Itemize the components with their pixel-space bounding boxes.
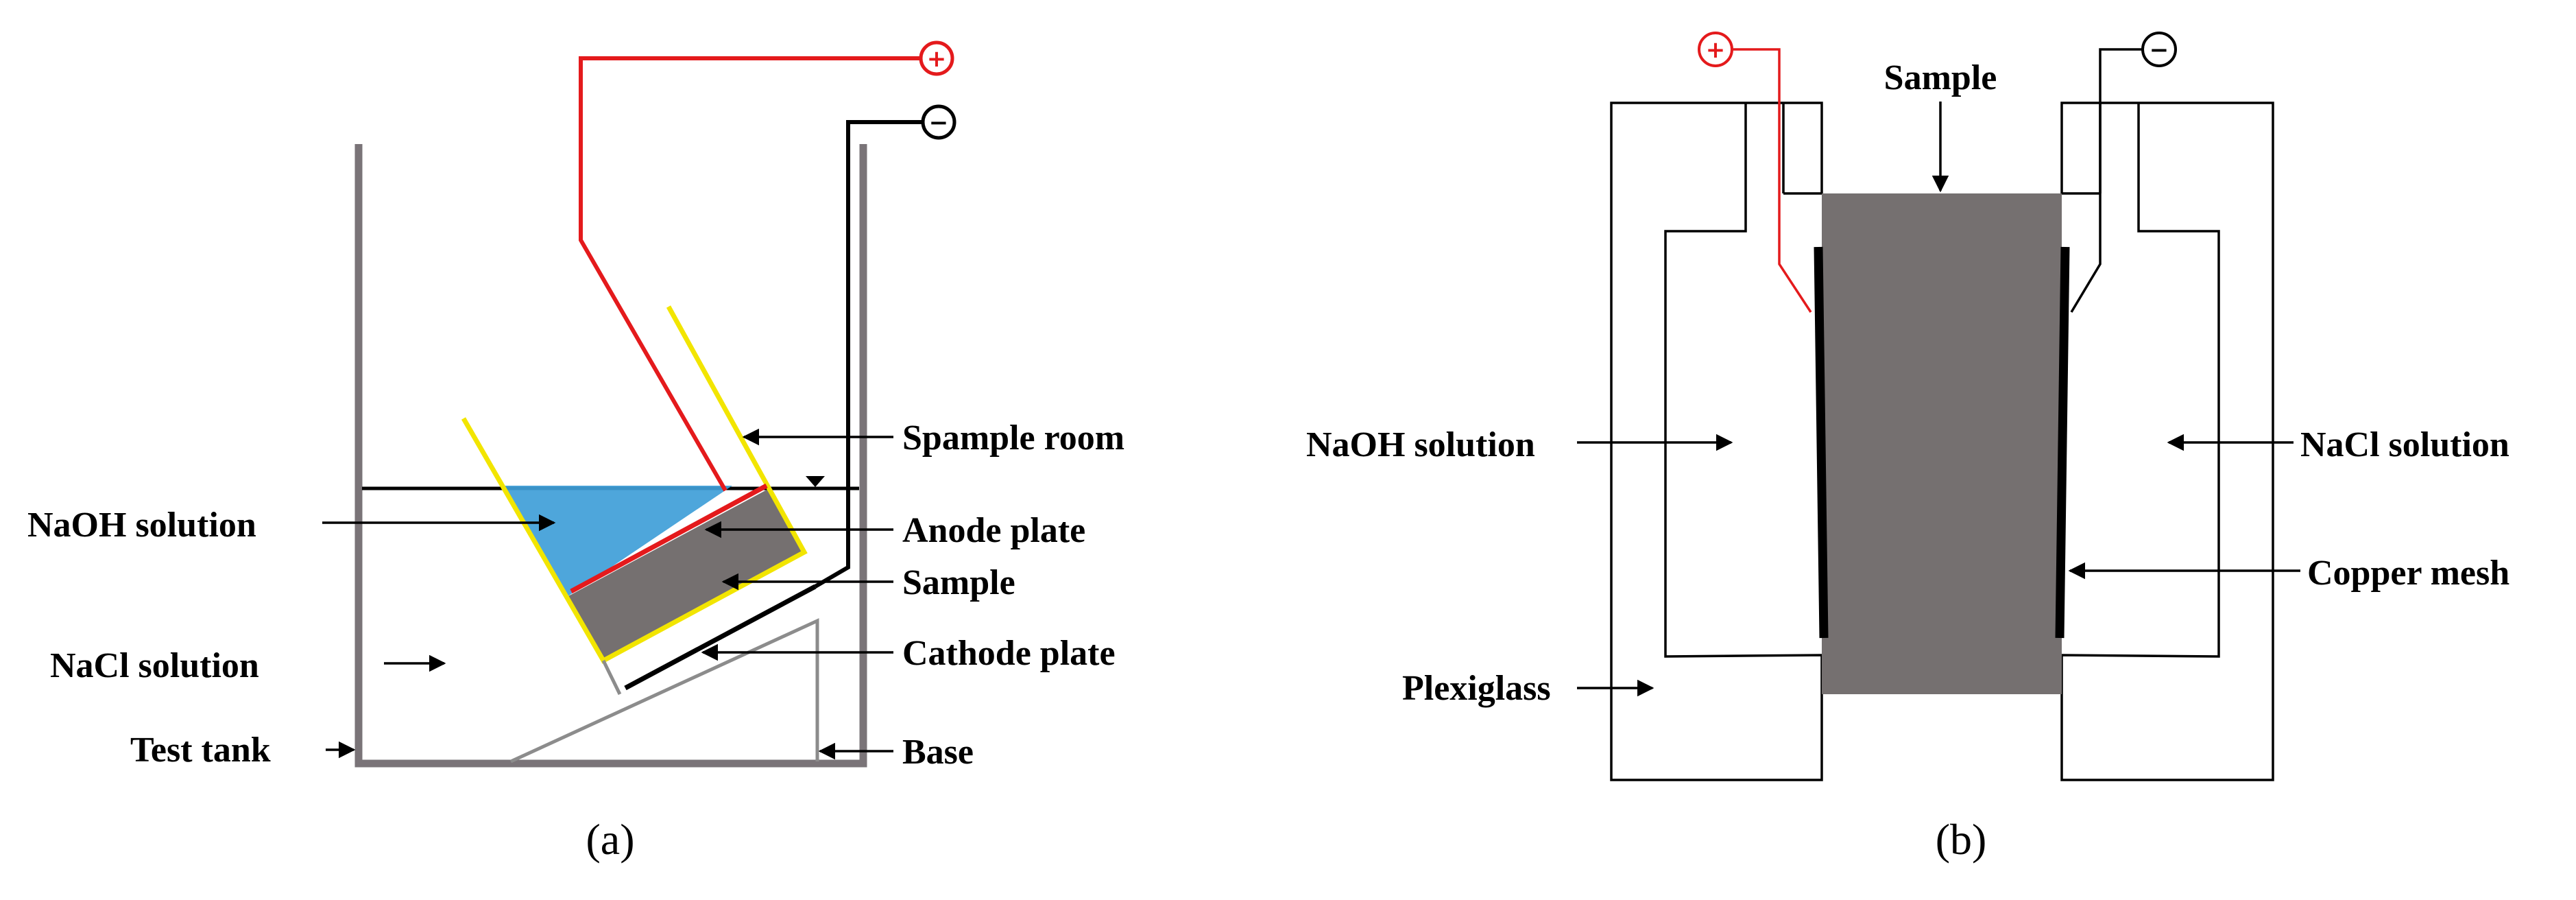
- cathode-wire-b: [2070, 48, 2143, 313]
- positive-terminal-a: [919, 40, 954, 76]
- negative-terminal-b-sign: −: [2150, 36, 2169, 64]
- sample-room: [461, 305, 808, 664]
- anode-wire-b: [1733, 48, 1812, 313]
- caption-a: (a): [586, 815, 634, 864]
- negative-terminal-a-sign: −: [929, 109, 949, 137]
- negative-terminal-a: [921, 104, 956, 140]
- label-naoh-b: NaOH solution: [1306, 425, 1535, 464]
- panel-b: + − Sample NaOH solution NaCl solution C…: [1306, 32, 2509, 864]
- positive-terminal-a-sign: +: [927, 45, 947, 73]
- label-nacl-b: NaCl solution: [2300, 425, 2509, 464]
- base-support: [509, 618, 819, 763]
- positive-terminal-b-sign: +: [1706, 36, 1726, 64]
- water-level-marker: [806, 476, 825, 487]
- naoh-solution-fill: [501, 486, 732, 597]
- label-sample-a: Sample: [902, 563, 1015, 602]
- label-plexiglass: Plexiglass: [1402, 669, 1551, 708]
- label-anode-plate: Anode plate: [902, 511, 1085, 550]
- plexiglass-left: [1610, 102, 1823, 781]
- label-test-tank: Test tank: [130, 731, 271, 770]
- label-naoh-a: NaOH solution: [27, 506, 256, 545]
- copper-mesh-right: [2055, 246, 2070, 639]
- plexiglass-right: [2060, 102, 2274, 781]
- caption-b: (b): [1936, 815, 1987, 864]
- negative-terminal-b: [2141, 32, 2177, 67]
- cathode-wire: [814, 120, 923, 589]
- copper-mesh-left: [1814, 246, 1829, 639]
- anode-plate: [570, 483, 768, 594]
- sample-block-b: [1822, 193, 2062, 694]
- sample-block: [567, 488, 804, 661]
- label-nacl-a: NaCl solution: [50, 646, 259, 685]
- label-sample-b: Sample: [1884, 58, 1997, 97]
- cathode-plate: [624, 584, 817, 691]
- anode-wire: [579, 56, 920, 492]
- panel-a: + − Spample room NaOH solution Anode pla…: [27, 40, 1124, 864]
- label-base: Base: [902, 733, 974, 772]
- test-tank: [354, 144, 867, 768]
- label-copper-mesh: Copper mesh: [2307, 554, 2509, 593]
- positive-terminal-b: [1698, 32, 1733, 67]
- label-sample-room: Spample room: [902, 418, 1124, 458]
- sample-room-holder: [601, 659, 622, 696]
- label-cathode-plate: Cathode plate: [902, 634, 1116, 673]
